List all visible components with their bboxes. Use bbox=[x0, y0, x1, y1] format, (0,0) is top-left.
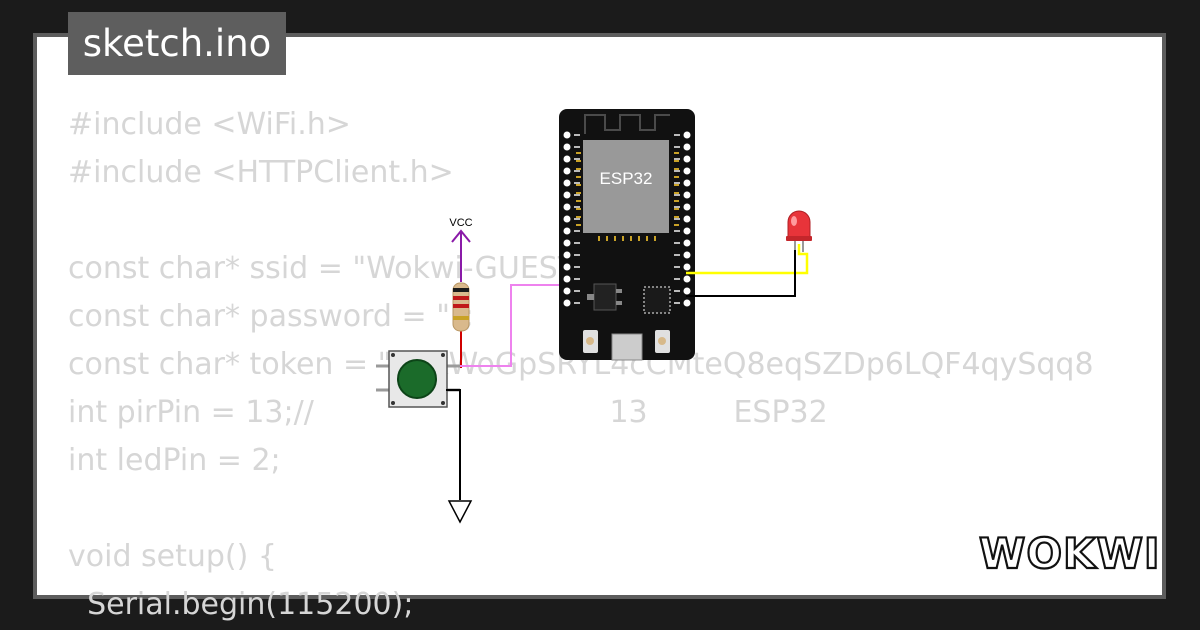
sketch-file-tab[interactable]: sketch.ino bbox=[68, 12, 286, 75]
esp32-pin-headers bbox=[563, 131, 691, 307]
ground-symbol bbox=[446, 389, 473, 524]
resistor[interactable] bbox=[452, 282, 470, 368]
voltage-regulator bbox=[593, 283, 617, 311]
signal-wire bbox=[460, 284, 568, 367]
code-line: int ledPin = 2; bbox=[68, 443, 281, 478]
push-button[interactable] bbox=[376, 350, 460, 408]
esp32-chip-label: ESP32 bbox=[600, 169, 653, 188]
module-pads bbox=[576, 152, 679, 241]
code-line: void setup() { bbox=[68, 539, 277, 574]
wokwi-logo-text: WOKWI bbox=[979, 529, 1161, 578]
led-ground-wire bbox=[686, 248, 796, 297]
wokwi-logo: WOKWI bbox=[978, 528, 1161, 579]
code-line: #include <WiFi.h> bbox=[68, 107, 351, 142]
usb-port bbox=[611, 333, 643, 361]
vcc-label: VCC bbox=[449, 217, 472, 229]
led-signal-wire bbox=[686, 244, 809, 275]
code-line: Serial.begin(115200); bbox=[68, 587, 414, 622]
code-line: #include <HTTPClient.h> bbox=[68, 155, 454, 190]
red-led[interactable] bbox=[786, 210, 812, 252]
vcc-symbol: VCC bbox=[449, 217, 473, 282]
esp32-board[interactable]: ESP32 bbox=[559, 109, 695, 361]
esp32-module-shield bbox=[583, 140, 669, 233]
code-background: #include <WiFi.h> #include <HTTPClient.h>… bbox=[68, 101, 1094, 629]
code-line: const char* token = "kNkWoGpSRYL4cCMteQ8… bbox=[68, 347, 1094, 382]
code-line: int pirPin = 13;// 13 ESP32 bbox=[68, 395, 828, 430]
code-line: const char* ssid = "Wokwi-GUEST"; bbox=[68, 251, 601, 286]
usb-serial-chip bbox=[643, 286, 671, 314]
button-cap bbox=[397, 359, 437, 399]
